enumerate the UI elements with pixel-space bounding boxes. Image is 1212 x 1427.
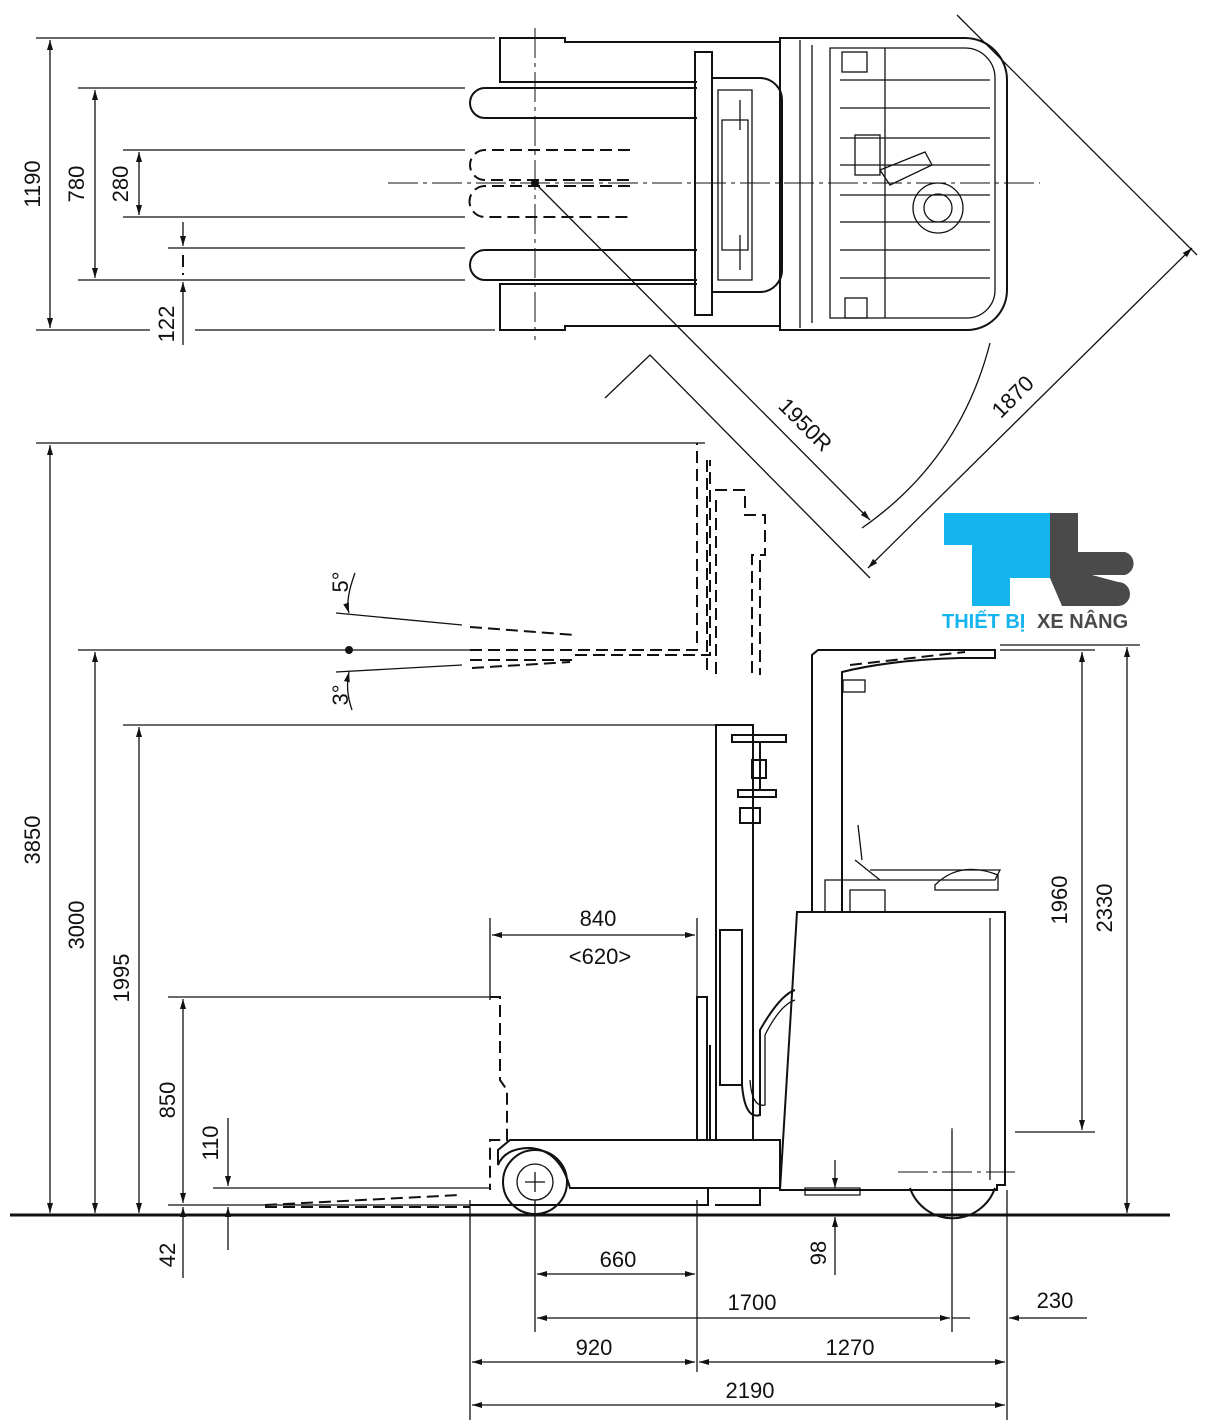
dim-operator-height: 1960 <box>1047 876 1072 925</box>
dim-overall-length: 2190 <box>726 1378 775 1403</box>
dim-reach-stroke: 840 <box>580 906 617 931</box>
dim-fork-length: 920 <box>576 1335 613 1360</box>
dim-rear-overhang: 230 <box>1037 1288 1074 1313</box>
dim-ground-clearance: 98 <box>806 1241 831 1265</box>
dim-reach-stroke-alt: <620> <box>569 944 631 969</box>
dim-fork-thickness: 42 <box>155 1243 180 1267</box>
dim-body-length: 1270 <box>826 1335 875 1360</box>
logo-text-blue: THIẾT BỊ <box>942 610 1025 633</box>
dim-reach-fork-height: 850 <box>155 1082 180 1119</box>
dim-right-angle-stack: 1870 <box>987 371 1039 423</box>
dim-fork-inner-spread: 280 <box>108 166 133 203</box>
top-view: 1950R 1870 1190 780 280 122 <box>20 14 1198 579</box>
dim-wheelbase: 1700 <box>728 1290 777 1315</box>
dim-load-wheel-to-mast: 660 <box>600 1247 637 1272</box>
dim-overhead-guard-height: 2330 <box>1092 884 1117 933</box>
dim-mast-lowered-height: 1995 <box>109 954 134 1003</box>
dim-max-fork-height: 3000 <box>64 901 89 950</box>
dim-turning-radius: 1950R <box>774 393 838 457</box>
dim-fork-outer-spread: 780 <box>64 166 89 203</box>
logo-text-dark: XE NÂNG <box>1037 609 1128 633</box>
side-view: 5° 3° 1960 2330 <box>10 442 1170 1420</box>
dim-tilt-backward: 3° <box>328 684 353 705</box>
dim-tilt-forward: 5° <box>328 571 353 592</box>
dim-max-lift-height: 3850 <box>20 816 45 865</box>
dim-fork-width: 122 <box>154 306 179 343</box>
dim-overall-width: 1190 <box>20 160 45 207</box>
brand-logo: THIẾT BỊ XE NÂNG <box>942 513 1134 633</box>
dim-free-lift: 110 <box>198 1125 223 1160</box>
